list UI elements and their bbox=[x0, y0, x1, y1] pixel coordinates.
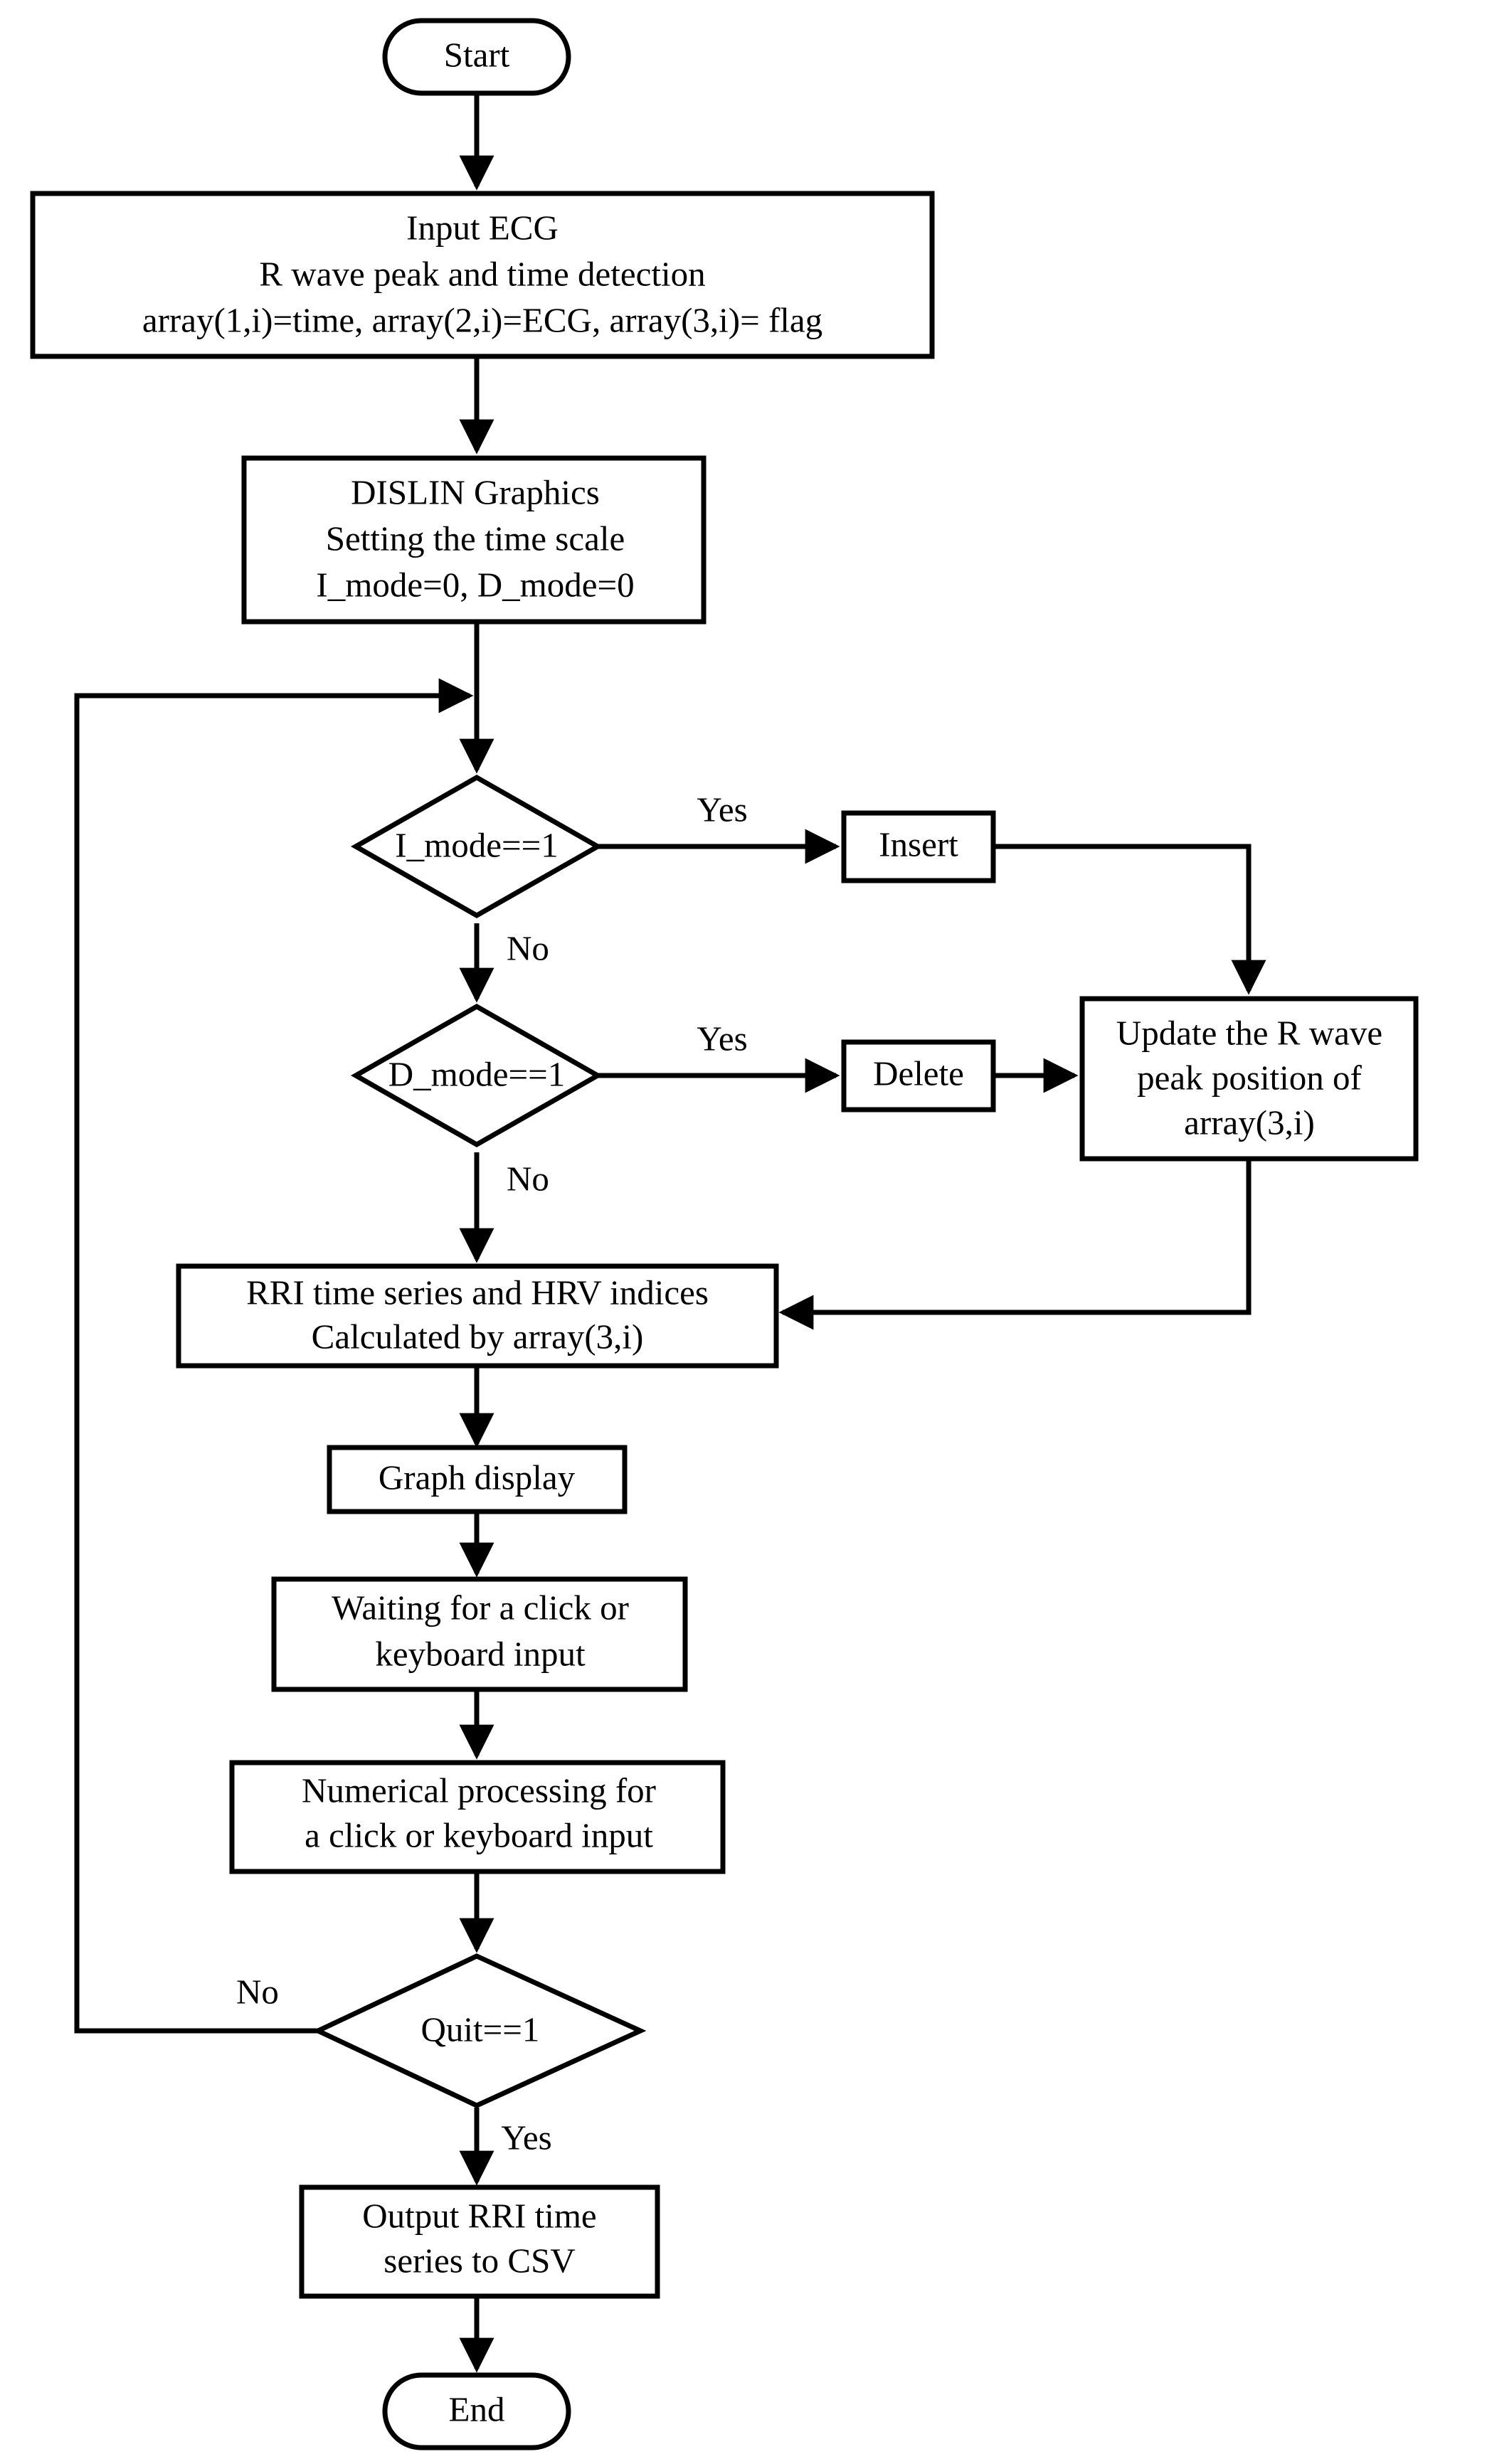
node-output-csv[interactable]: Output RRI time series to CSV bbox=[299, 2184, 660, 2299]
node-update-peak-line-1: Update the R wave bbox=[1116, 1013, 1382, 1052]
node-decision-i-mode[interactable]: I_mode==1 bbox=[350, 774, 603, 919]
node-input-ecg-line-3: array(1,i)=time, array(2,i)=ECG, array(3… bbox=[142, 300, 822, 339]
node-insert-label: Insert bbox=[879, 824, 958, 864]
node-rri-hrv-line-1: RRI time series and HRV indices bbox=[246, 1273, 709, 1312]
node-numerical-processing[interactable]: Numerical processing for a click or keyb… bbox=[229, 1760, 726, 1874]
edge-label-dmode-yes: Yes bbox=[697, 1019, 747, 1058]
edge-quit-no-loopback bbox=[74, 678, 474, 2034]
node-dislin-line-2: Setting the time scale bbox=[326, 519, 625, 558]
node-input-ecg-line-2: R wave peak and time detection bbox=[259, 254, 705, 293]
node-delete[interactable]: Delete bbox=[841, 1039, 996, 1112]
node-end-label: End bbox=[449, 2389, 505, 2428]
node-output-csv-line-2: series to CSV bbox=[383, 2241, 576, 2280]
node-decision-d-mode[interactable]: D_mode==1 bbox=[350, 1003, 603, 1148]
node-waiting-input-line-1: Waiting for a click or bbox=[332, 1588, 629, 1627]
node-waiting-input[interactable]: Waiting for a click or keyboard input bbox=[271, 1576, 688, 1692]
edge-label-quit-yes: Yes bbox=[501, 2118, 551, 2157]
node-start[interactable]: Start bbox=[382, 18, 571, 96]
node-waiting-input-line-2: keyboard input bbox=[375, 1634, 586, 1673]
node-update-peak[interactable]: Update the R wave peak position of array… bbox=[1079, 996, 1419, 1162]
node-graph-display-label: Graph display bbox=[379, 1457, 576, 1497]
node-update-peak-line-2: peak position of bbox=[1137, 1058, 1362, 1097]
edge-label-quit-no: No bbox=[236, 1972, 279, 2011]
node-rri-hrv-line-2: Calculated by array(3,i) bbox=[312, 1317, 644, 1356]
edge-label-dmode-no: No bbox=[507, 1159, 549, 1198]
node-graph-display[interactable]: Graph display bbox=[327, 1445, 628, 1514]
node-decision-i-mode-label: I_mode==1 bbox=[395, 825, 558, 864]
node-dislin-line-1: DISLIN Graphics bbox=[351, 472, 600, 511]
node-dislin-line-3: I_mode=0, D_mode=0 bbox=[316, 565, 634, 604]
node-start-label: Start bbox=[444, 35, 510, 74]
node-delete-label: Delete bbox=[873, 1053, 964, 1093]
edge-label-imode-no: No bbox=[507, 928, 549, 967]
node-insert[interactable]: Insert bbox=[841, 810, 996, 883]
node-numerical-line-2: a click or keyboard input bbox=[305, 1815, 653, 1854]
node-decision-quit-label: Quit==1 bbox=[421, 2009, 540, 2049]
node-output-csv-line-1: Output RRI time bbox=[362, 2196, 596, 2235]
node-numerical-line-1: Numerical processing for bbox=[302, 1770, 656, 1810]
node-decision-d-mode-label: D_mode==1 bbox=[388, 1054, 566, 1093]
node-input-ecg[interactable]: Input ECG R wave peak and time detection… bbox=[30, 191, 935, 359]
node-end[interactable]: End bbox=[382, 2372, 571, 2450]
edge-update-to-rri bbox=[778, 1159, 1252, 1330]
node-dislin-graphics[interactable]: DISLIN Graphics Setting the time scale I… bbox=[241, 455, 707, 625]
edge-label-imode-yes: Yes bbox=[697, 790, 747, 829]
node-rri-hrv[interactable]: RRI time series and HRV indices Calculat… bbox=[176, 1263, 779, 1369]
node-input-ecg-line-1: Input ECG bbox=[406, 208, 559, 247]
node-update-peak-line-3: array(3,i) bbox=[1184, 1103, 1315, 1142]
node-decision-quit[interactable]: Quit==1 bbox=[312, 1953, 647, 2108]
edge-insert-to-update bbox=[994, 844, 1266, 995]
